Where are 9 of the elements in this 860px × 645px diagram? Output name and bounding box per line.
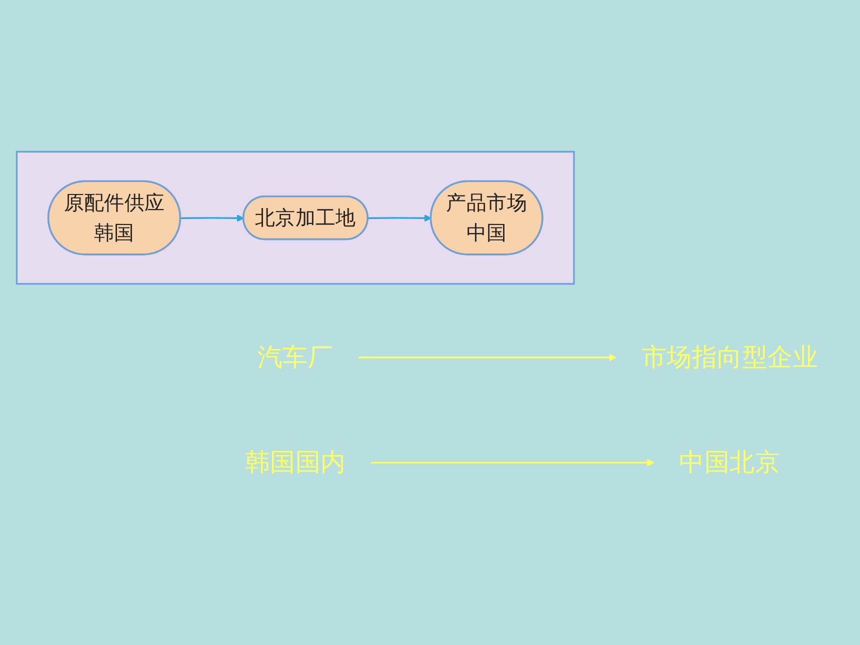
node-text: 中国北京 (679, 447, 780, 477)
arrow (180, 214, 244, 222)
node-text: 市场指向型企业 (641, 342, 818, 372)
arrow (358, 353, 616, 361)
node-text: 汽车厂 (257, 342, 334, 372)
cluster (16, 150, 575, 284)
arrow (371, 458, 654, 466)
node-text: 韩国国内 (244, 447, 346, 477)
arrow (368, 214, 432, 222)
